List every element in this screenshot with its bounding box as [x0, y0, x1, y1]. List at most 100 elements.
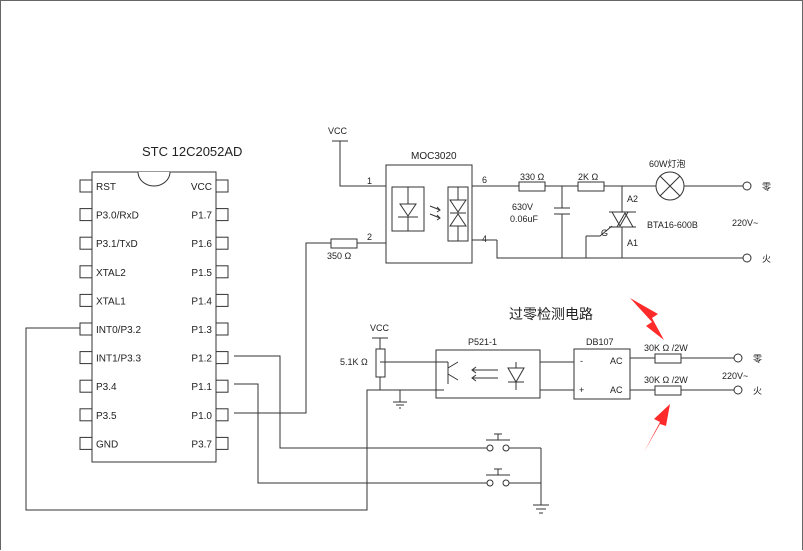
wire-vcc-top — [332, 140, 386, 187]
ground-symbol-1 — [533, 504, 549, 514]
wire-opto-bridge — [540, 361, 574, 391]
wire-vcc-bottom — [372, 337, 388, 349]
a2-label: A2 — [627, 194, 638, 204]
opto-led — [507, 362, 525, 390]
vcc-label-top: VCC — [328, 126, 348, 136]
triac-gate — [586, 225, 613, 237]
red-arrow-bottom — [644, 404, 670, 452]
pin-label: P1.2 — [191, 354, 212, 365]
r51k-label: 5.1K Ω — [340, 357, 368, 367]
chip-pin-right: P3.7 — [191, 436, 229, 450]
pin-label: P3.5 — [96, 411, 117, 422]
moc-light-arrows — [429, 205, 441, 221]
pin-label: P1.5 — [191, 268, 212, 279]
cap-voltage: 630V — [512, 202, 533, 212]
chip-pin-right: P1.5 — [191, 265, 229, 279]
bridge-title: DB107 — [586, 337, 614, 347]
db107-box — [573, 348, 631, 400]
chip-pin-right: P1.7 — [191, 208, 229, 222]
capacitor — [554, 186, 570, 258]
chip-pin-right: P1.2 — [191, 351, 229, 365]
pin-label: XTAL1 — [96, 296, 126, 307]
ac1-label: AC — [610, 356, 623, 366]
left-pin-group: RST P3.0/RxD P3.1/TxD XTAL2XTAL1INT0/P3.2IN… — [79, 179, 141, 450]
resistor-30k-a — [654, 353, 682, 364]
chip-pin-right: P1.1 — [191, 379, 229, 393]
minus-label: - — [580, 356, 583, 366]
wire-int0 — [25, 327, 400, 511]
wire-p12 — [234, 355, 488, 449]
p521-box — [435, 349, 541, 399]
terminal-fire-top — [742, 253, 752, 263]
pin-label: P3.7 — [191, 439, 212, 450]
pin-label: VCC — [191, 182, 212, 193]
pin-label: P1.0 — [191, 411, 212, 422]
moc-triac — [449, 187, 467, 241]
resistor-30k-b — [654, 385, 682, 396]
moc3020-box — [385, 164, 473, 264]
pin2-label: 2 — [367, 232, 372, 242]
chip-pin-left: P3.4 — [79, 379, 117, 393]
ac2-label: AC — [610, 385, 623, 395]
resistor-350 — [330, 238, 358, 249]
lamp-label: 60W灯泡 — [649, 158, 686, 169]
zero-cross-title: 过零检测电路 — [509, 306, 593, 322]
chip-pin-left: P3.5 — [79, 408, 117, 422]
chip-pin-right: P1.0 — [191, 408, 229, 422]
chip-pin-right: P1.4 — [191, 293, 229, 307]
pin1-label: 1 — [367, 176, 372, 186]
g-label: G — [601, 228, 608, 238]
pin-label: RST — [96, 182, 116, 193]
pin-label: INT0/P3.2 — [96, 325, 141, 336]
ground-symbol-2 — [393, 401, 407, 409]
resistor-5k1 — [375, 348, 386, 378]
chip-pin-left: RST — [79, 179, 116, 193]
moc-title: MOC3020 — [411, 151, 457, 162]
chip-notch — [137, 171, 171, 187]
pin4-label: 4 — [482, 234, 487, 244]
phototransistor — [400, 361, 459, 391]
wire-moc-out — [472, 185, 519, 241]
r30k-a-label: 30K Ω /2W — [644, 343, 688, 353]
chip-pin-left: XTAL2 — [79, 265, 126, 279]
terminal-zero-top — [742, 181, 752, 191]
pin-label: P1.6 — [191, 239, 212, 250]
zero-label-bottom: 零 — [753, 354, 762, 364]
r2k-label: 2K Ω — [578, 172, 599, 182]
terminal-fire-bottom — [733, 385, 743, 395]
a1-label: A1 — [627, 238, 638, 248]
cap-value: 0.06uF — [510, 214, 539, 224]
pin-label: XTAL2 — [96, 268, 126, 279]
red-arrow-top — [630, 298, 664, 340]
chip-pin-left: P3.1/TxD — [79, 236, 138, 250]
chip-title: STC 12C2052AD — [142, 144, 242, 159]
pin-label: P3.4 — [96, 382, 117, 393]
chip-pin-left: GND — [79, 436, 118, 450]
resistor-330 — [518, 181, 546, 192]
push-button-1 — [486, 433, 541, 452]
chip-pin-left: INT1/P3.3 — [79, 351, 141, 365]
wire-p11 — [234, 383, 488, 484]
chip-pin-left: XTAL1 — [79, 293, 126, 307]
pin-label: P3.1/TxD — [96, 239, 138, 250]
vcc-label-bottom: VCC — [370, 323, 390, 333]
ac-label-top: 220V~ — [732, 218, 758, 228]
right-pin-group: VCC P1.7P1.6P1.5P1.4P1.3P1.2P1.1P1.0P3.7 — [191, 179, 229, 450]
r30k-b-label: 30K Ω /2W — [644, 375, 688, 385]
pin-label: P1.4 — [191, 296, 212, 307]
pin-label: P1.1 — [191, 382, 212, 393]
pin-label: P1.3 — [191, 325, 212, 336]
plus-label: + — [579, 385, 584, 395]
fire-label-top: 火 — [762, 254, 771, 264]
chip-pin-right: VCC — [191, 179, 229, 193]
ac-label-bottom: 220V~ — [722, 371, 748, 381]
pin-label: INT1/P3.3 — [96, 354, 141, 365]
fire-label-bottom: 火 — [753, 386, 762, 396]
chip-pin-right: P1.6 — [191, 236, 229, 250]
pin-label: P3.0/RxD — [96, 211, 139, 222]
wire-p10 — [234, 242, 331, 414]
opto-title: P521-1 — [468, 337, 497, 347]
chip-pin-right: P1.3 — [191, 322, 229, 336]
terminal-zero-bottom — [733, 353, 743, 363]
